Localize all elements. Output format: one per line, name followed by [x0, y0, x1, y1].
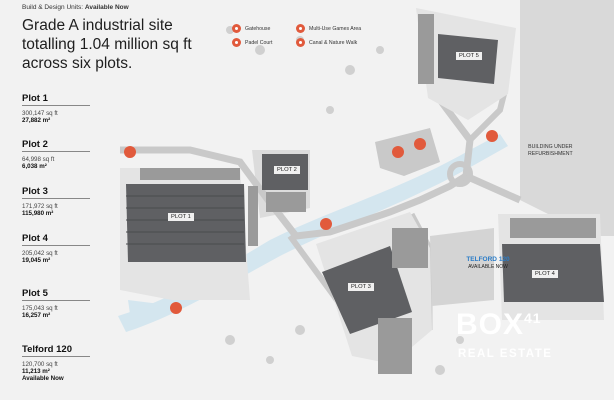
marker-icon [296, 38, 305, 47]
plot-3-summary: Plot 3 171,972 sq ft 115,980 m² [22, 186, 90, 217]
plot-5-label: PLOT 5 [456, 52, 482, 60]
marker-icon [296, 24, 305, 33]
padel-court-marker [320, 218, 332, 230]
plot-1-label: PLOT 1 [168, 213, 194, 221]
info-panel: Build & Design Units: Available Now Grad… [0, 0, 205, 400]
amenity-markers [124, 130, 498, 314]
marker-icon [232, 24, 241, 33]
telford-120-building [430, 228, 494, 306]
availability-header: Build & Design Units: Available Now [22, 4, 129, 11]
road-main [120, 146, 468, 240]
refurbishment-building [520, 0, 614, 236]
legend-padel-court: Padel Court [232, 38, 272, 47]
canal-nature-walk-marker [414, 138, 426, 150]
plot-2-label: PLOT 2 [274, 166, 300, 174]
plot-1-building [126, 184, 246, 262]
multi-use-games-marker [392, 146, 404, 158]
gatehouse-marker [124, 146, 136, 158]
refurbishment-note: BUILDING UNDER REFURBISHMENT [528, 144, 573, 157]
headline: Grade A industrial site totalling 1.04 m… [22, 17, 192, 72]
legend-gatehouse: Gatehouse [232, 24, 270, 33]
canal-nature-walk-marker [170, 302, 182, 314]
pond [128, 300, 160, 314]
plot-4-summary: Plot 4 205,042 sq ft 19,045 m² [22, 233, 90, 264]
plot-2-summary: Plot 2 64,998 sq ft 6,038 m² [22, 139, 90, 170]
box41-logo: BOX41 REAL ESTATE [456, 308, 553, 360]
legend-canal-nature-walk: Canal & Nature Walk [296, 38, 357, 47]
plot-5-summary: Plot 5 175,043 sq ft 16,257 m² [22, 288, 90, 319]
canal-nature-walk-marker [486, 130, 498, 142]
plot-4-label: PLOT 4 [532, 270, 558, 278]
marker-icon [232, 38, 241, 47]
plot-3-label: PLOT 3 [348, 283, 374, 291]
telford-120-summary: Telford 120 120,700 sq ft 11,213 m² Avai… [22, 344, 90, 382]
plot-1-summary: Plot 1 300,147 sq ft 27,882 m² [22, 93, 90, 124]
telford-120-label: TELFORD 120 AVAILABLE NOW [466, 256, 510, 270]
legend-multi-use-games-area: Multi-Use Games Area [296, 24, 361, 33]
